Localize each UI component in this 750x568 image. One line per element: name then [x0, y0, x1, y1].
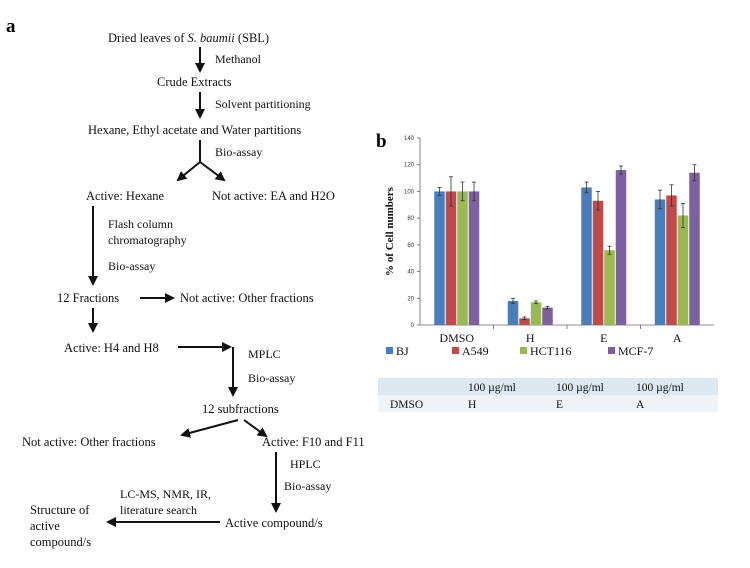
bar [457, 191, 468, 325]
arrow-to-not-active-ea [199, 161, 226, 182]
bar [519, 318, 530, 325]
note-flash-column: Flash column [108, 217, 173, 231]
bar [445, 191, 457, 325]
step-not-active-other-1: Not active: Other fractions [180, 291, 314, 305]
bar [592, 200, 604, 325]
note-bioassay-4: Bio-assay [284, 479, 331, 493]
x-category-label: A [673, 331, 682, 345]
bar [542, 307, 553, 325]
bar [604, 250, 615, 325]
step-12-fractions: 12 Fractions [57, 291, 119, 305]
table-row-1-bg [378, 378, 718, 395]
x-category-label: H [526, 331, 535, 345]
table-r1-c2: 100 µg/ml [468, 382, 516, 394]
bar [507, 300, 519, 325]
legend-swatch [452, 347, 459, 354]
y-axis-label: % of Cell numbers [384, 186, 396, 276]
note-bioassay-3: Bio-assay [248, 371, 295, 385]
legend-label: HCT116 [530, 344, 572, 358]
legend-label: MCF-7 [618, 344, 653, 358]
y-tick-label: 100 [404, 189, 415, 195]
legend-swatch [608, 347, 615, 354]
y-tick-label: 0 [411, 323, 415, 329]
step-structure-3: compound/s [30, 535, 91, 549]
bar [615, 170, 627, 325]
legend-swatch [386, 347, 393, 354]
table-r2-c2: H [468, 399, 476, 411]
y-tick-label: 60 [407, 243, 414, 249]
note-bioassay-1: Bio-assay [215, 145, 262, 159]
table-r2-c1: DMSO [390, 399, 423, 411]
step-active-h4h8: Active: H4 and H8 [64, 341, 159, 355]
step-active-compound: Active compound/s [225, 516, 323, 530]
table-r1-c3: 100 µg/ml [556, 382, 604, 394]
step-structure-1: Structure of [30, 503, 90, 517]
panel-b-label: b [376, 131, 387, 152]
x-category-label: E [600, 331, 607, 345]
panel-a-label: a [6, 16, 16, 37]
legend-label: A549 [462, 344, 489, 358]
step-active-hexane: Active: Hexane [86, 189, 165, 203]
y-tick-label: 140 [404, 136, 415, 142]
note-hplc: HPLC [290, 457, 321, 471]
y-tick-label: 40 [407, 270, 414, 276]
bar [530, 302, 542, 325]
step-partitions: Hexane, Ethyl acetate and Water partitio… [88, 123, 301, 137]
table-r2-c4: A [636, 399, 645, 411]
bar [689, 172, 700, 325]
step-active-f10-f11: Active: F10 and F11 [262, 435, 365, 449]
note-chromatography: chromatography [108, 233, 187, 247]
note-mplc: MPLC [248, 347, 281, 361]
legend-label: BJ [396, 344, 409, 358]
y-tick-label: 80 [407, 216, 414, 222]
table-r1-c4: 100 µg/ml [636, 382, 684, 394]
step-crude-extracts: Crude Extracts [157, 75, 232, 89]
arrow-to-active-hexane [176, 161, 201, 182]
bar [434, 191, 445, 325]
x-category-label: DMSO [439, 331, 474, 345]
bar [654, 199, 666, 325]
note-lcms: LC-MS, NMR, IR, [120, 487, 211, 501]
dose-table: 100 µg/ml 100 µg/ml 100 µg/ml DMSO H E A [378, 378, 718, 412]
bar [666, 195, 677, 325]
step-not-active-other-2: Not active: Other fractions [22, 435, 156, 449]
note-methanol: Methanol [215, 52, 262, 66]
note-solvent-partitioning: Solvent partitioning [215, 97, 311, 111]
bar [677, 215, 689, 325]
note-literature-search: literature search [120, 503, 197, 517]
arrow-to-not-active-other-2 [180, 419, 239, 438]
note-bioassay-2: Bio-assay [108, 259, 155, 273]
bar [468, 191, 480, 325]
legend-swatch [520, 347, 527, 354]
step-dried-leaves: Dried leaves of S. baumii (SBL) [108, 31, 269, 45]
table-r2-c3: E [556, 399, 563, 411]
y-tick-label: 20 [407, 296, 414, 302]
bar [581, 187, 592, 325]
step-12-subfractions: 12 subfractions [202, 402, 279, 416]
step-not-active-ea: Not active: EA and H2O [212, 189, 335, 203]
arrow-to-active-f10 [243, 419, 268, 438]
table-row-2-bg [378, 395, 718, 412]
step-structure-2: active [30, 519, 60, 533]
y-tick-label: 120 [404, 163, 415, 169]
